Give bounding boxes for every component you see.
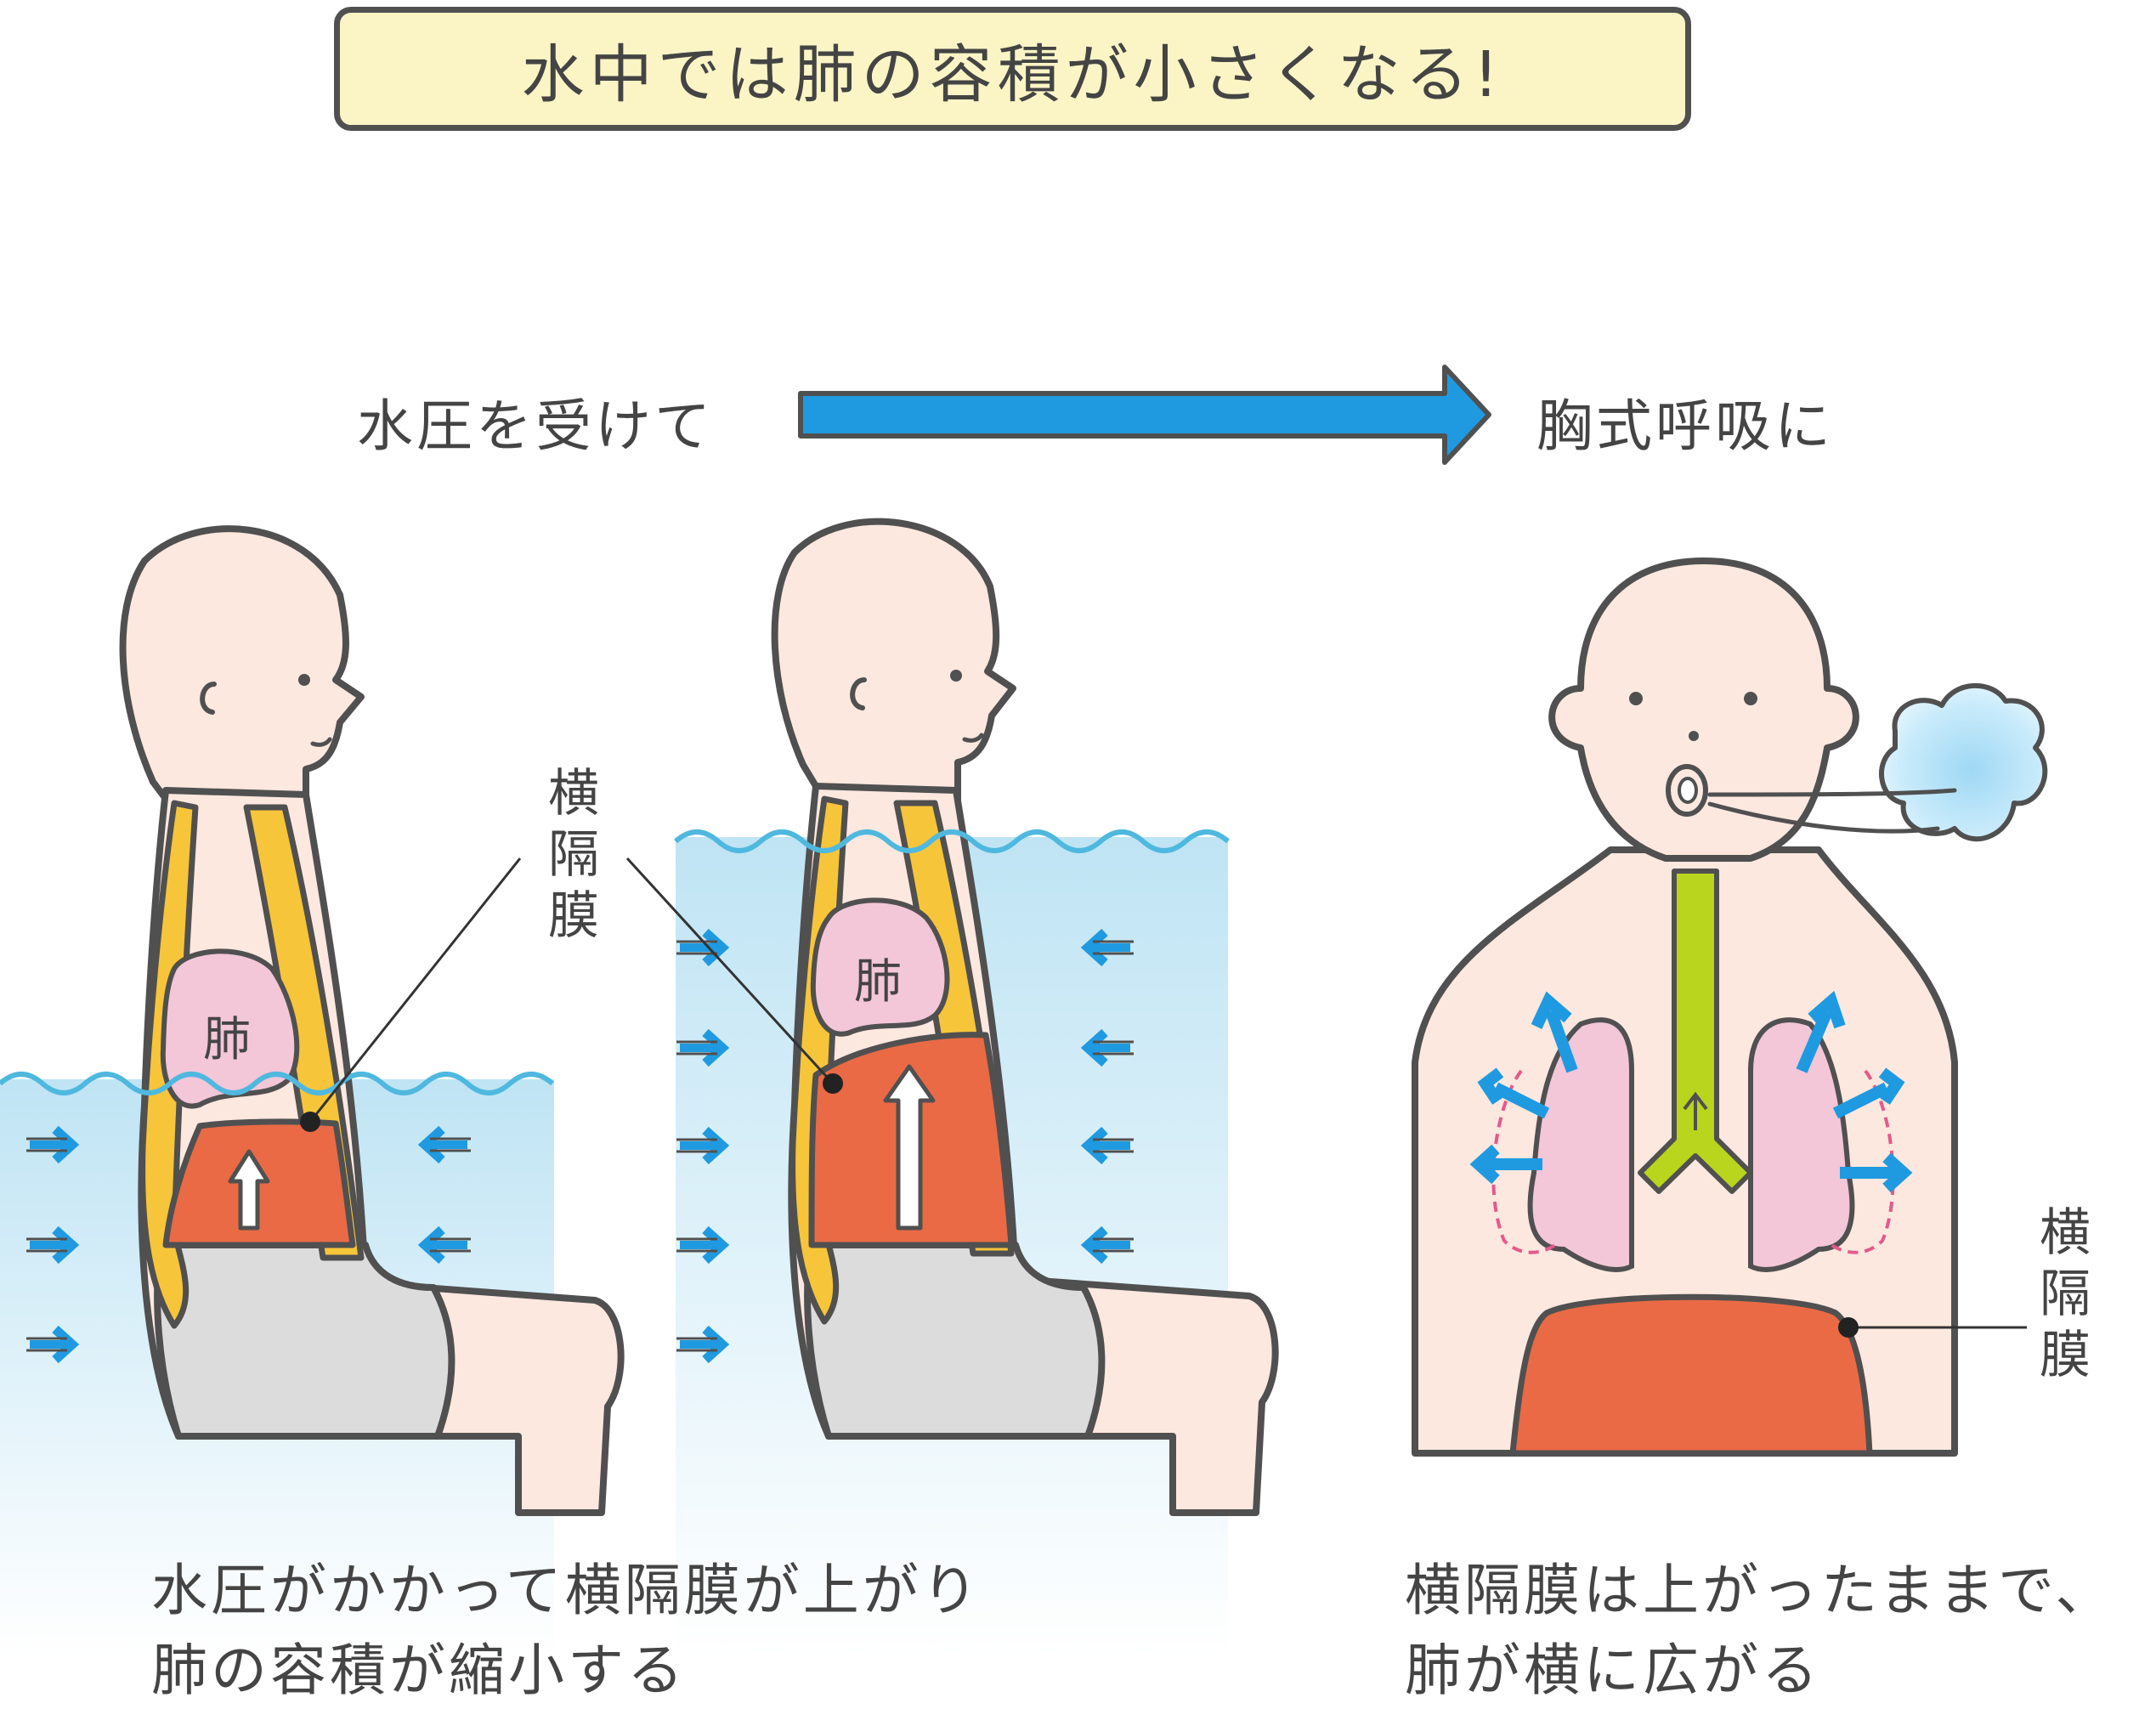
caption-right-line1: 横隔膜は上がったままで、 <box>1405 1558 2115 1623</box>
breath-cloud <box>1707 682 2048 842</box>
page-title: 水中では肺の容積が小さくなる! <box>334 7 1691 131</box>
flow-label-right: 胸式呼吸に <box>1536 393 1834 459</box>
caption-right-line2: 肺が横に広がる <box>1405 1638 1821 1703</box>
figure-middle <box>625 518 1279 1657</box>
diaphragm-label-middle: 横隔膜 <box>548 764 599 946</box>
diaphragm-label-right: 横隔膜 <box>2040 1203 2091 1385</box>
figure-right <box>1412 557 2048 1457</box>
caption-left-line2: 肺の容積が縮小する <box>151 1638 687 1703</box>
flow-arrow <box>798 365 1491 465</box>
caption-left-line1: 水圧がかかって横隔膜が上がり <box>151 1558 982 1623</box>
flow-label-left: 水圧を受けて <box>357 393 714 459</box>
figure-left <box>0 525 625 1657</box>
lung-label-middle: 肺 <box>854 954 902 1010</box>
lung-label-left: 肺 <box>203 1012 251 1067</box>
